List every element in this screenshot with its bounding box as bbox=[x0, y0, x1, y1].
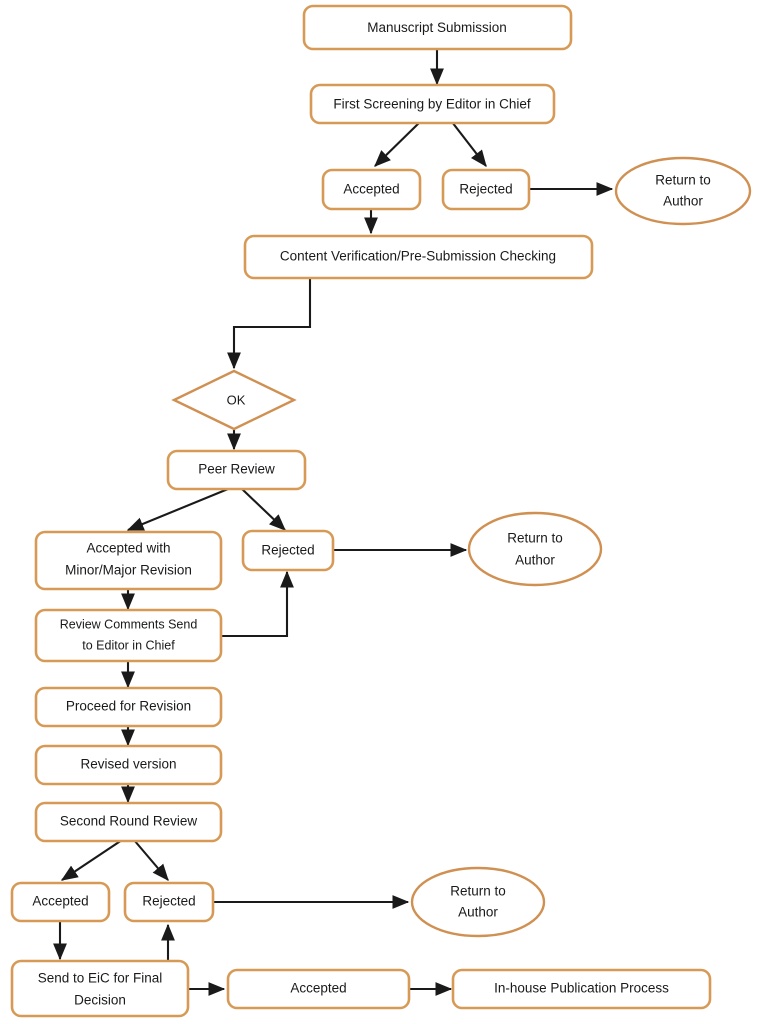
node-peer-review[interactable]: Peer Review bbox=[166, 449, 307, 491]
edge-screening-to-accepted bbox=[374, 121, 421, 167]
node-second-accepted[interactable]: Accepted bbox=[10, 881, 111, 923]
edges-layer bbox=[53, 49, 614, 996]
node-in-house-publication-label: In-house Publication Process bbox=[494, 981, 669, 996]
node-accepted-with-revision-shape bbox=[34, 530, 223, 591]
edge-second-round-to-second-accepted bbox=[60, 839, 123, 881]
node-peer-rejected-shape bbox=[241, 529, 335, 572]
node-return-to-author-2[interactable]: Return to Author bbox=[467, 511, 603, 587]
node-revised-version-label: Revised version bbox=[80, 757, 176, 772]
node-second-round-review-shape bbox=[34, 801, 223, 843]
node-return-to-author-2-label-line1: Return to bbox=[507, 531, 563, 546]
node-second-round-review-label: Second Round Review bbox=[60, 814, 198, 829]
edge-second-round-to-second-rejected bbox=[133, 839, 169, 881]
node-first-screening[interactable]: First Screening by Editor in Chief bbox=[309, 83, 556, 125]
node-return-to-author-3-shape bbox=[410, 866, 546, 938]
node-peer-rejected-label: Rejected bbox=[261, 543, 314, 558]
node-proceed-for-revision-label: Proceed for Revision bbox=[66, 699, 191, 714]
node-return-to-author-3-label-line1: Return to bbox=[450, 884, 506, 899]
node-accepted-with-revision[interactable]: Accepted with Minor/Major Revision bbox=[34, 530, 223, 591]
node-return-to-author-1[interactable]: Return to Author bbox=[614, 156, 752, 226]
node-return-to-author-3-label-line2: Author bbox=[458, 905, 498, 920]
node-screen-rejected-shape bbox=[441, 168, 531, 211]
edge-screening-to-rejected bbox=[451, 121, 487, 167]
node-screen-accepted-label: Accepted bbox=[343, 182, 399, 197]
node-review-comments[interactable]: Review Comments Send to Editor in Chief bbox=[34, 608, 223, 663]
node-second-round-review[interactable]: Second Round Review bbox=[34, 801, 223, 843]
node-second-rejected-label: Rejected bbox=[142, 894, 195, 909]
node-proceed-for-revision[interactable]: Proceed for Revision bbox=[34, 686, 223, 728]
node-send-to-eic-label-line2: Decision bbox=[74, 993, 126, 1008]
node-review-comments-shape bbox=[34, 608, 223, 663]
node-return-to-author-2-label-line2: Author bbox=[515, 553, 555, 568]
node-screen-rejected-label: Rejected bbox=[459, 182, 512, 197]
node-send-to-eic[interactable]: Send to EiC for Final Decision bbox=[10, 959, 190, 1018]
node-review-comments-label-line2: to Editor in Chief bbox=[82, 638, 175, 652]
node-in-house-publication[interactable]: In-house Publication Process bbox=[451, 968, 712, 1010]
node-second-rejected[interactable]: Rejected bbox=[123, 881, 215, 923]
node-peer-review-label: Peer Review bbox=[198, 462, 275, 477]
node-accepted-with-revision-label-line1: Accepted with bbox=[86, 541, 170, 556]
node-proceed-for-revision-shape bbox=[34, 686, 223, 728]
node-screen-accepted-shape bbox=[321, 168, 422, 211]
node-revised-version[interactable]: Revised version bbox=[34, 744, 223, 786]
edge-peer-review-to-accepted-revision bbox=[126, 488, 229, 531]
node-manuscript-submission-label: Manuscript Submission bbox=[367, 20, 507, 35]
node-content-verification[interactable]: Content Verification/Pre-Submission Chec… bbox=[243, 234, 594, 280]
node-return-to-author-1-label-line2: Author bbox=[663, 194, 703, 209]
node-ok-decision-shape bbox=[171, 369, 297, 431]
node-content-verification-label: Content Verification/Pre-Submission Chec… bbox=[280, 249, 556, 264]
node-second-accepted-label: Accepted bbox=[32, 894, 88, 909]
node-return-to-author-2-shape bbox=[467, 511, 603, 587]
node-manuscript-submission[interactable]: Manuscript Submission bbox=[302, 4, 573, 51]
node-accepted-with-revision-label-line2: Minor/Major Revision bbox=[65, 563, 192, 578]
node-revised-version-shape bbox=[34, 744, 223, 786]
node-final-accepted-label: Accepted bbox=[290, 981, 346, 996]
node-second-accepted-shape bbox=[10, 881, 111, 923]
node-send-to-eic-label-line1: Send to EiC for Final bbox=[38, 971, 163, 986]
edge-review-comments-to-peer-rejected bbox=[221, 570, 294, 638]
node-screen-accepted[interactable]: Accepted bbox=[321, 168, 422, 211]
node-second-rejected-shape bbox=[123, 881, 215, 923]
node-screen-rejected[interactable]: Rejected bbox=[441, 168, 531, 211]
edge-content-verification-to-ok bbox=[227, 278, 312, 370]
node-return-to-author-3[interactable]: Return to Author bbox=[410, 866, 546, 938]
edge-peer-review-to-peer-rejected bbox=[241, 488, 286, 531]
node-return-to-author-1-shape bbox=[614, 156, 752, 226]
node-first-screening-shape bbox=[309, 83, 556, 125]
node-content-verification-shape bbox=[243, 234, 594, 280]
node-final-accepted[interactable]: Accepted bbox=[226, 968, 411, 1010]
node-review-comments-label-line1: Review Comments Send bbox=[60, 617, 198, 631]
node-return-to-author-1-label-line1: Return to bbox=[655, 173, 711, 188]
node-final-accepted-shape bbox=[226, 968, 411, 1010]
node-peer-rejected[interactable]: Rejected bbox=[241, 529, 335, 572]
node-send-to-eic-shape bbox=[10, 959, 190, 1018]
node-peer-review-shape bbox=[166, 449, 307, 491]
node-in-house-publication-shape bbox=[451, 968, 712, 1010]
node-manuscript-submission-shape bbox=[302, 4, 573, 51]
node-ok-decision-label: OK bbox=[227, 392, 246, 407]
node-first-screening-label: First Screening by Editor in Chief bbox=[333, 97, 531, 112]
node-ok-decision[interactable]: OK bbox=[171, 369, 297, 431]
